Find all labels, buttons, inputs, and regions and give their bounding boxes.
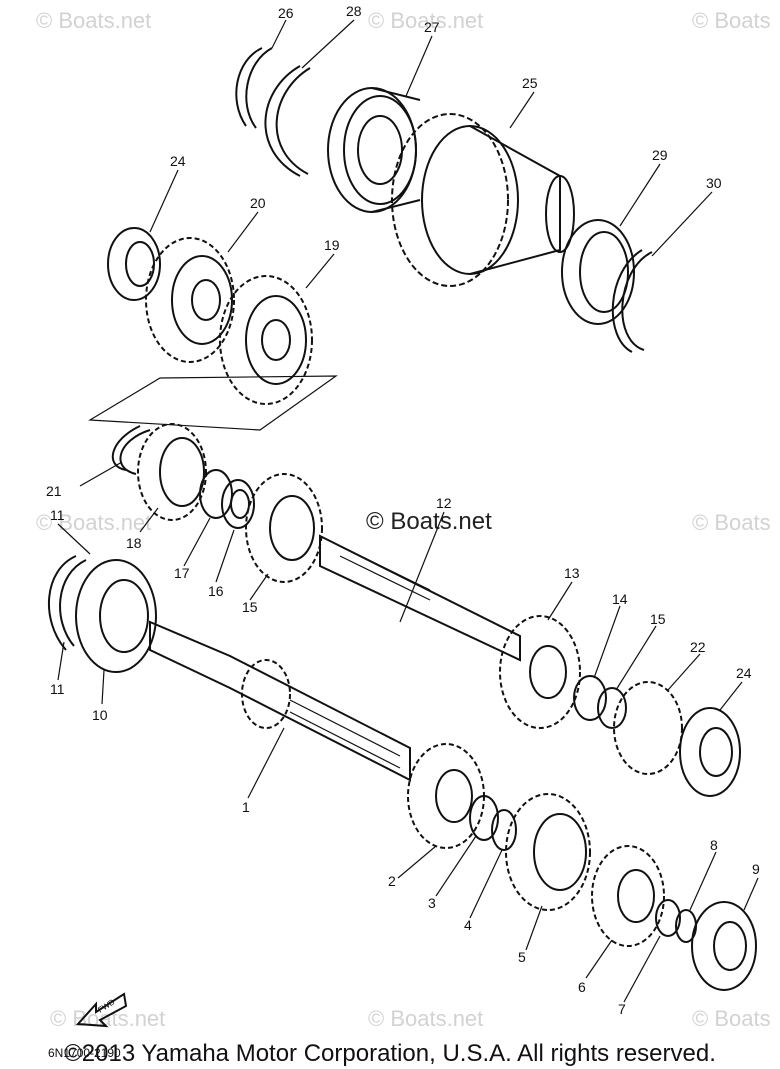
part-label-4: 4 xyxy=(464,917,472,933)
gear-5 xyxy=(505,793,591,911)
circlip-4 xyxy=(491,809,517,851)
part-label-8: 8 xyxy=(710,837,718,853)
part-label-20: 19 xyxy=(324,237,340,253)
part-label-25: 24 xyxy=(736,665,752,681)
part-label-2: 2 xyxy=(388,873,396,889)
part-label-13: 13 xyxy=(564,565,580,581)
circlip-31 xyxy=(611,249,653,353)
shaft-12 xyxy=(319,534,521,662)
watermark: © Boats.net xyxy=(368,8,484,33)
bushing-18 xyxy=(199,469,233,519)
bearing-27 xyxy=(327,87,421,213)
gear-19 xyxy=(137,423,207,521)
bearing-25 xyxy=(679,707,741,797)
part-label-22: 21 xyxy=(46,483,62,499)
part-label-7: 7 xyxy=(618,1001,626,1017)
part-label-19: 18 xyxy=(126,535,142,551)
part-label-30: 29 xyxy=(652,147,668,163)
washer-3 xyxy=(469,795,499,841)
part-label-17: 16 xyxy=(208,583,224,599)
diagram-code: 6N1700-2190 xyxy=(48,1046,121,1060)
circlip-28 xyxy=(235,47,273,129)
bearing-24 xyxy=(107,227,161,301)
part-label-12: 12 xyxy=(436,495,452,511)
bearing-30 xyxy=(561,219,635,325)
watermark: © Boats.net xyxy=(36,510,152,535)
watermark: © Boats xyxy=(692,8,771,33)
fwd-arrow-icon: FWD xyxy=(75,992,128,1028)
part-label-1: 1 xyxy=(242,799,250,815)
part-label-26: 25 xyxy=(522,75,538,91)
part-label-24: 24 xyxy=(170,153,186,169)
part-label-10: 10 xyxy=(92,707,108,723)
gear-20 xyxy=(219,275,313,405)
bearing-9 xyxy=(691,901,757,991)
part-label-14: 14 xyxy=(612,591,628,607)
watermark: © Boats.net xyxy=(366,508,492,535)
washer-7 xyxy=(655,899,681,937)
gear-21 xyxy=(145,237,235,363)
gear-26 xyxy=(391,113,575,287)
part-label-15: 15 xyxy=(650,611,666,627)
gear-16 xyxy=(245,473,323,583)
circlip-29 xyxy=(264,65,311,177)
part-label-16: 15 xyxy=(242,599,258,615)
part-label-11-lower: 11 xyxy=(50,681,65,697)
part-label-5: 5 xyxy=(518,949,526,965)
gear-23 xyxy=(613,681,683,775)
watermark: © Boats.net xyxy=(368,1006,484,1031)
gear-13 xyxy=(499,615,581,729)
washer-14 xyxy=(573,675,607,721)
gear-6 xyxy=(591,845,665,947)
circlip-15 xyxy=(597,687,627,729)
part-label-6: 6 xyxy=(578,979,586,995)
watermark: © Boats.net xyxy=(36,8,152,33)
watermark: © Boats xyxy=(692,1006,771,1031)
part-label-28: 26 xyxy=(278,5,294,21)
watermark: © Boats xyxy=(692,510,771,535)
part-label-29: 28 xyxy=(346,3,362,19)
copyright-notice: ©2013 Yamaha Motor Corporation, U.S.A. A… xyxy=(64,1040,716,1067)
shaft-1 xyxy=(149,620,411,782)
group-bracket xyxy=(88,375,338,431)
part-label-31: 30 xyxy=(706,175,722,191)
part-label-18: 17 xyxy=(174,565,190,581)
circlip-11 xyxy=(47,555,87,651)
part-label-11-upper: 11 xyxy=(50,507,65,523)
circlip-22 xyxy=(111,425,151,475)
leader-lines xyxy=(57,19,759,1003)
part-label-23: 22 xyxy=(690,639,706,655)
part-label-3: 3 xyxy=(428,895,436,911)
part-label-9: 9 xyxy=(752,861,760,877)
part-label-27: 27 xyxy=(424,19,440,35)
part-label-21: 20 xyxy=(250,195,266,211)
bearing-10 xyxy=(75,559,157,673)
